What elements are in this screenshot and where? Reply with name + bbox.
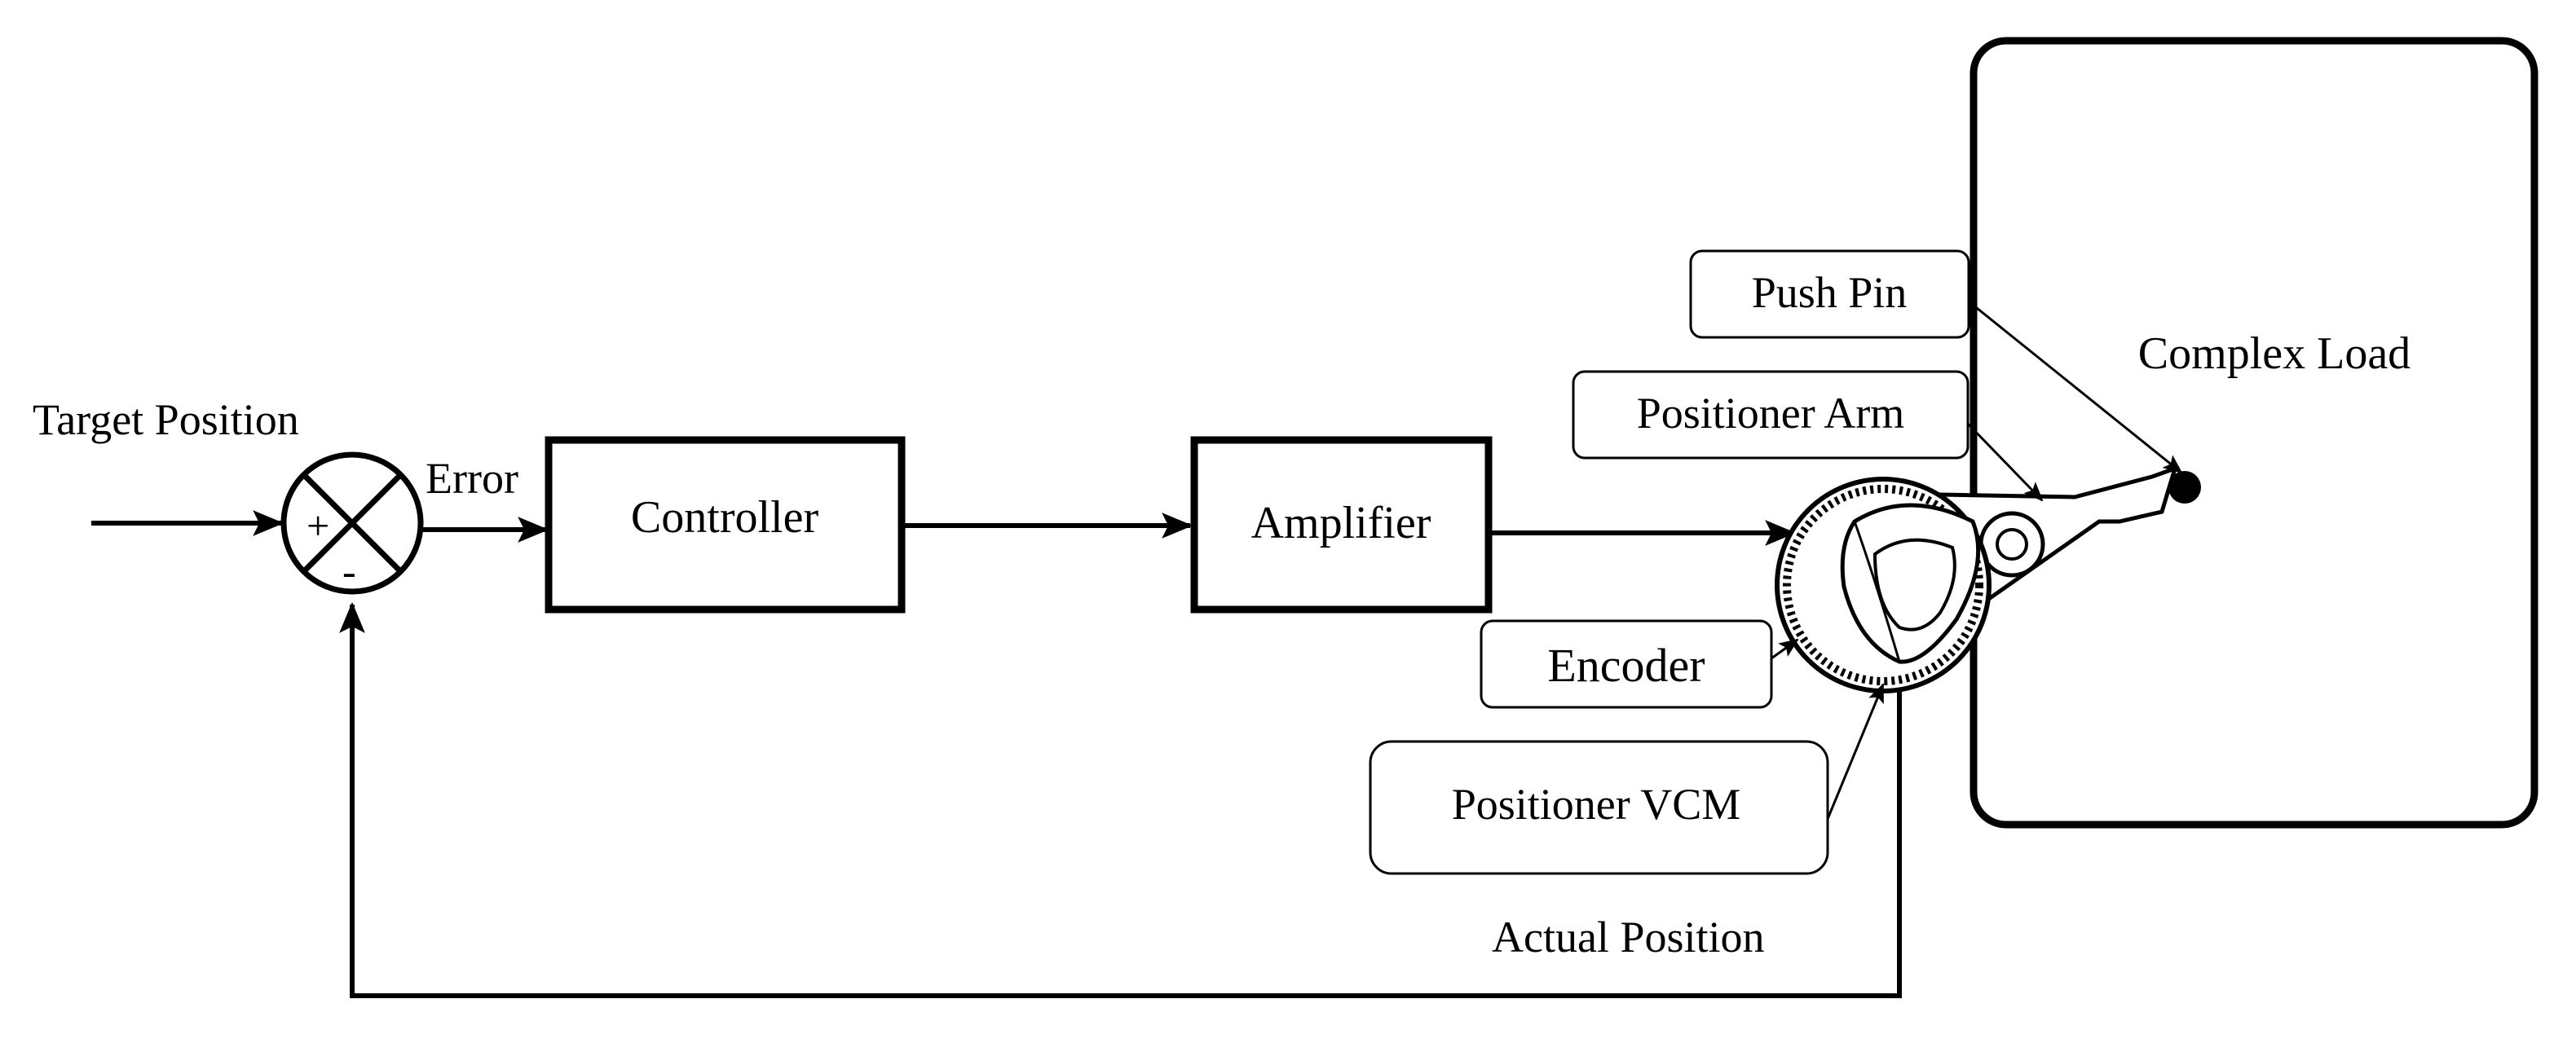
push-pin-label: Push Pin (1752, 268, 1908, 317)
summing-junction: + - (280, 451, 424, 595)
actuator-assembly (1775, 464, 2201, 693)
minus-sign: - (342, 548, 356, 594)
target-position-label: Target Position (33, 395, 299, 444)
controller-block (545, 436, 906, 614)
positioner-arm-label: Positioner Arm (1637, 389, 1905, 438)
positioner-vcm-callout (1369, 740, 1829, 875)
positioner-arm-leader (1966, 422, 2044, 502)
encoder-ring (1783, 485, 1983, 685)
complex-load-block (1969, 37, 2539, 829)
encoder-leader (1771, 638, 1799, 660)
complex-load-label: Complex Load (2138, 328, 2411, 379)
encoder-callout (1480, 619, 1773, 709)
feedback-path (339, 601, 1902, 998)
actual-position-label: Actual Position (1492, 913, 1765, 962)
error-label: Error (426, 454, 518, 503)
amplifier-block (1190, 436, 1493, 614)
push-pin-callout (1689, 249, 1970, 339)
plus-sign: + (307, 503, 329, 548)
positioner-arm-callout (1572, 370, 1969, 460)
push-pin-tip (2168, 471, 2201, 504)
positioner-vcm-label: Positioner VCM (1452, 780, 1741, 829)
amplifier-label: Amplifier (1251, 498, 1431, 548)
push-pin-leader (1968, 300, 2183, 474)
controller-label: Controller (631, 492, 819, 543)
encoder-label: Encoder (1547, 639, 1705, 692)
positioner-vcm-leader (1826, 683, 1885, 820)
